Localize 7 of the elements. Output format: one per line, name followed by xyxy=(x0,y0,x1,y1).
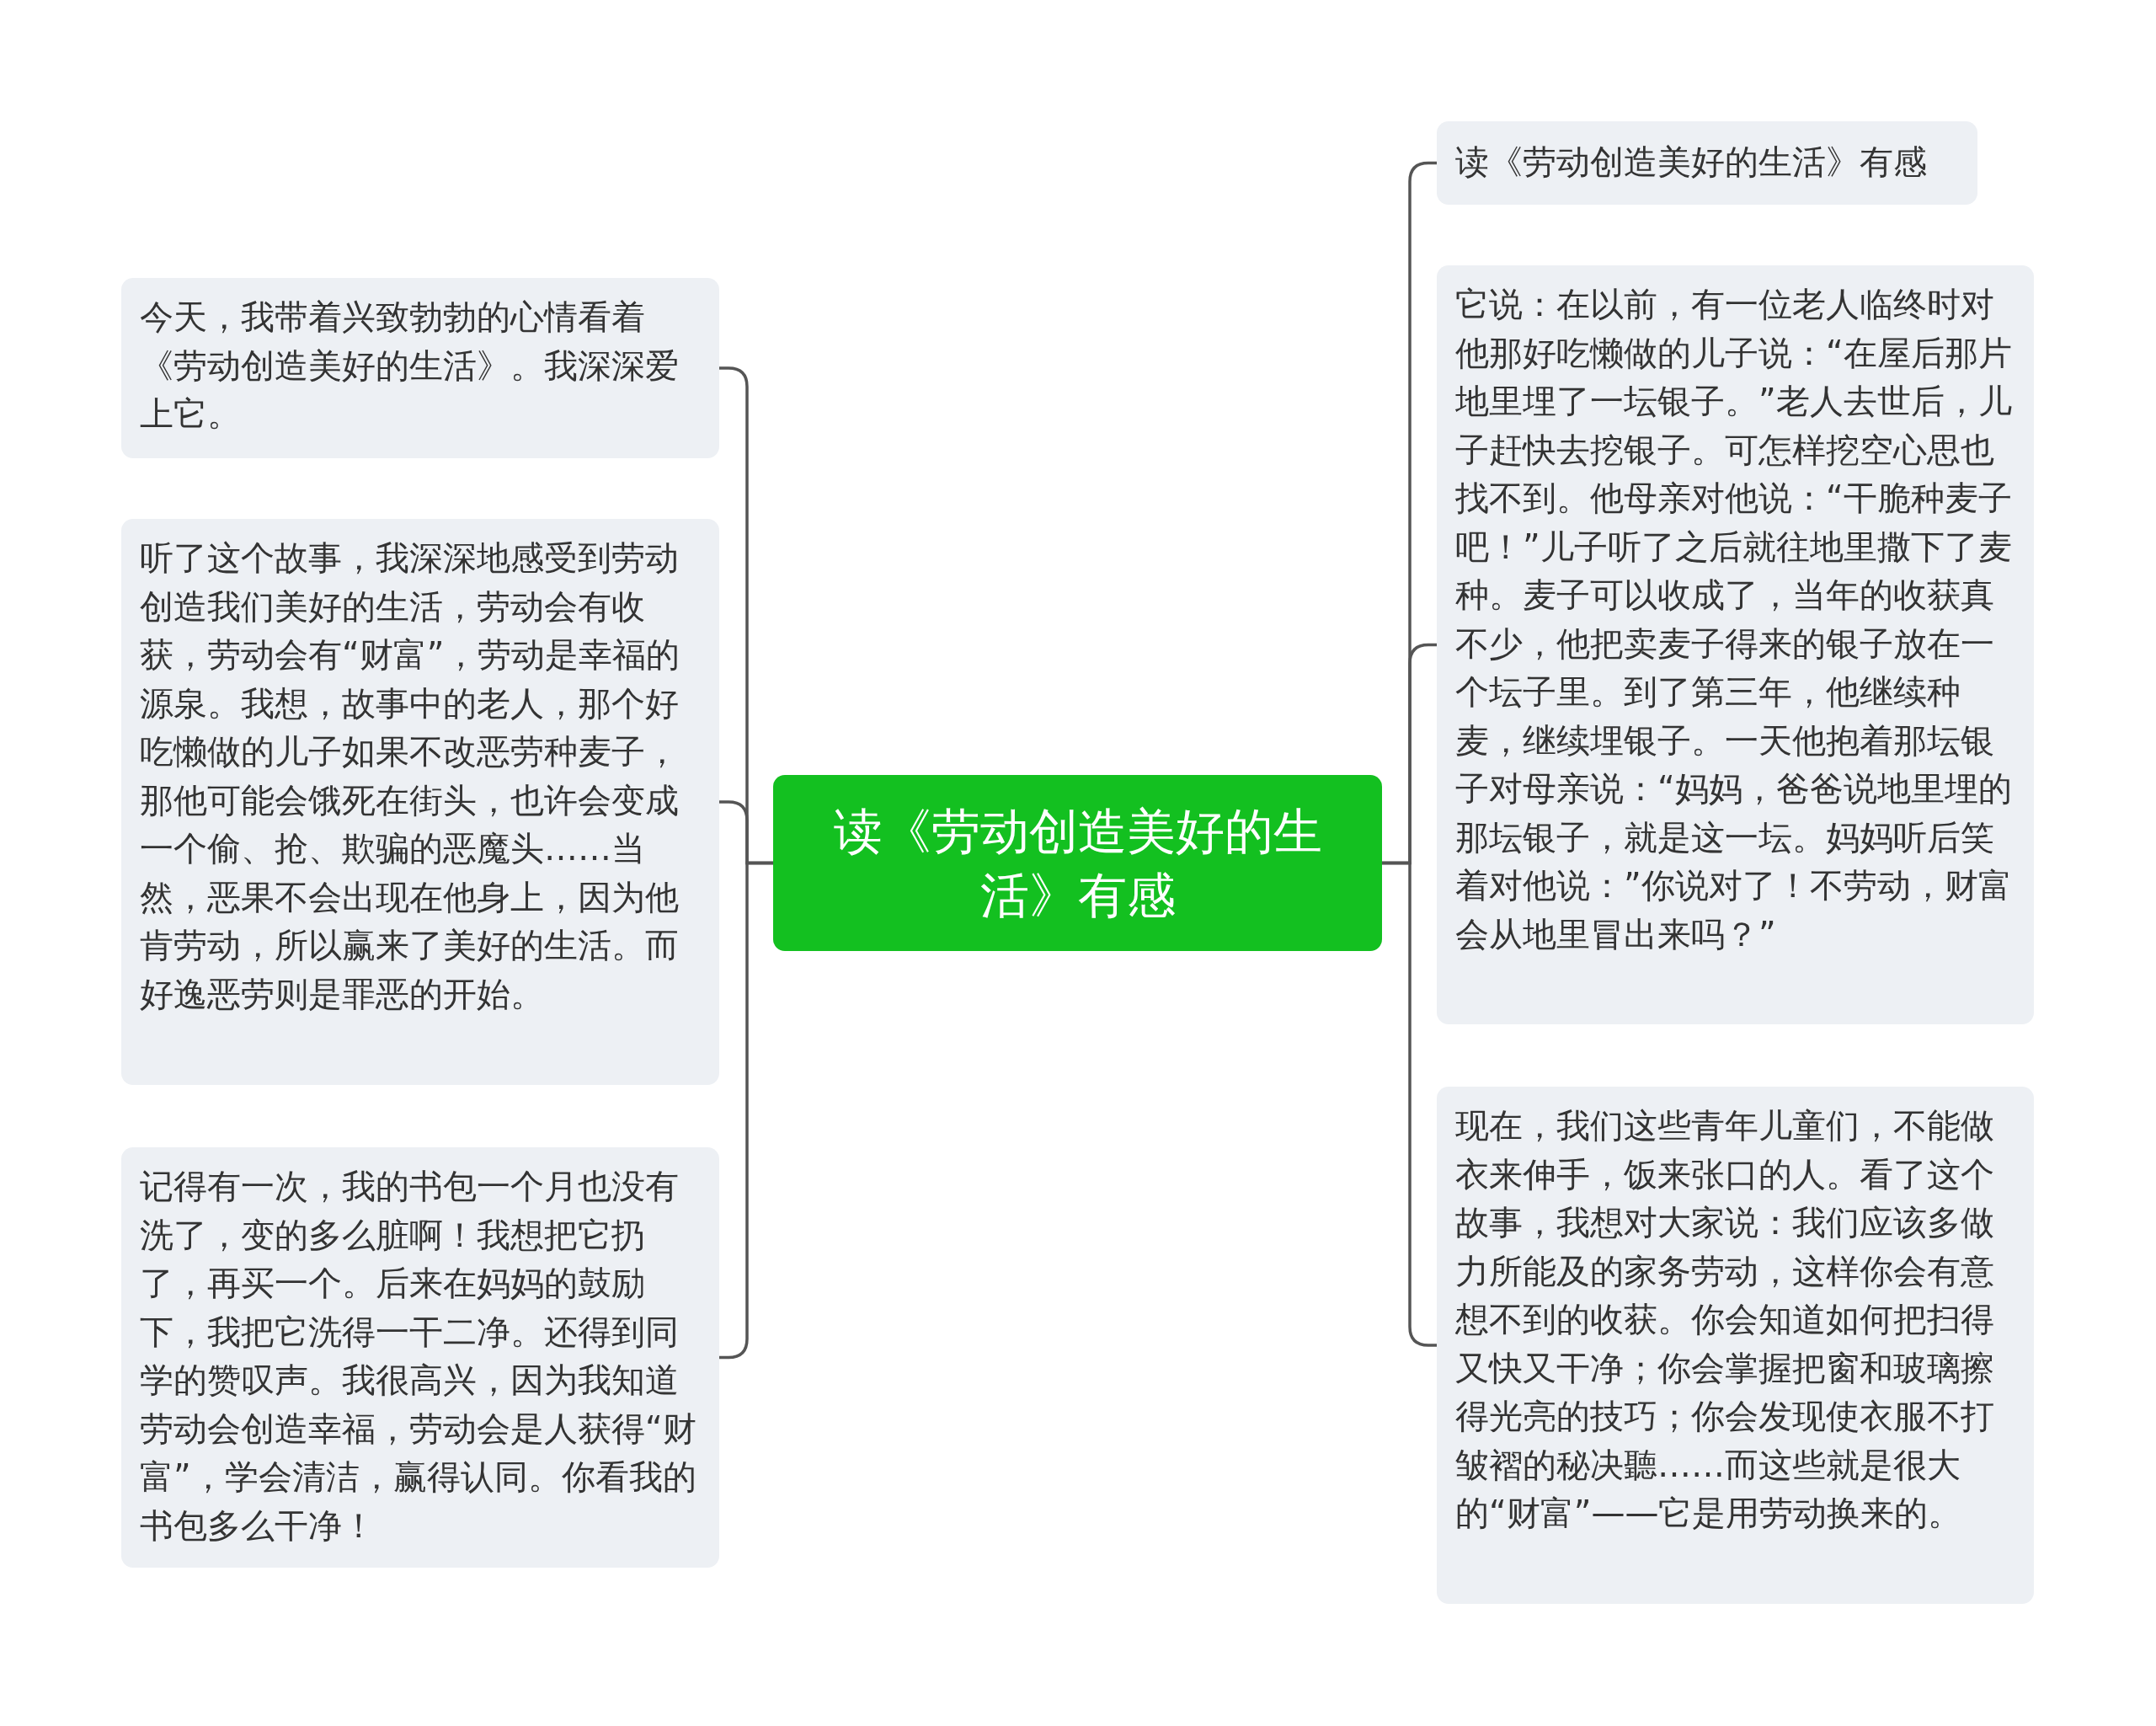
text-card: 它说：在以前，有一位老人临终时对他那好吃懒做的儿子说：“在屋后那片地里埋了一坛银子。”老人去世后，儿子赶快去挖银子。可怎样挖空心思也找不到。他母亲对他说：“干脆种麦子吧！”儿子听了之后就往地里撒下了麦种。麦子可以收成了，当年的收获真不少，他把卖麦子得来的银子放在一个坛子里。到了第三年，他继续种麦，继续埋银子。一天他抱着那坛银子对母亲说：“妈妈，爸爸说地里埋的那坛银子，就是这一坛。妈妈听后笑着对他说：”你说对了！不劳动，财富会从地里冒出来吗？” xyxy=(1437,265,2034,1024)
topic-box: 读《劳动创造美好的生活》有感 xyxy=(773,775,1382,951)
title-card: 读《劳动创造美好的生活》有感 xyxy=(1437,121,1977,205)
text-card: 今天，我带着兴致勃勃的心情看着《劳动创造美好的生活》。我深深爱上它。 xyxy=(121,278,719,458)
text-card: 记得有一次，我的书包一个月也没有洗了，变的多么脏啊！我想把它扔了，再买一个。后来在妈妈的鼓励下，我把它洗得一干二净。还得到同学的赞叹声。我很高兴，因为我知道劳动会创造幸福，劳动会是人获得“财富”，学会清洁，赢得认同。你看我的书包多么干净！ xyxy=(121,1147,719,1568)
text-card: 现在，我们这些青年儿童们，不能做衣来伸手，饭来张口的人。看了这个故事，我想对大家说：我们应该多做力所能及的家务劳动，这样你会有意想不到的收获。你会知道如何把扫得又快又干净；你会掌握把窗和玻璃擦得光亮的技巧；你会发现使衣服不打皱褶的秘决聽……而这些就是很大的“财富”——它是用劳动换来的。 xyxy=(1437,1087,2034,1604)
text-card: 听了这个故事，我深深地感受到劳动创造我们美好的生活，劳动会有收获，劳动会有“财富”，劳动是幸福的源泉。我想，故事中的老人，那个好吃懒做的儿子如果不改恶劳种麦子，那他可能会饿死在街头，也许会变成一个偷、抢、欺骗的恶魔头……当然，恶果不会出现在他身上，因为他肯劳动，所以赢来了美好的生活。而好逸恶劳则是罪恶的开始。 xyxy=(121,519,719,1085)
